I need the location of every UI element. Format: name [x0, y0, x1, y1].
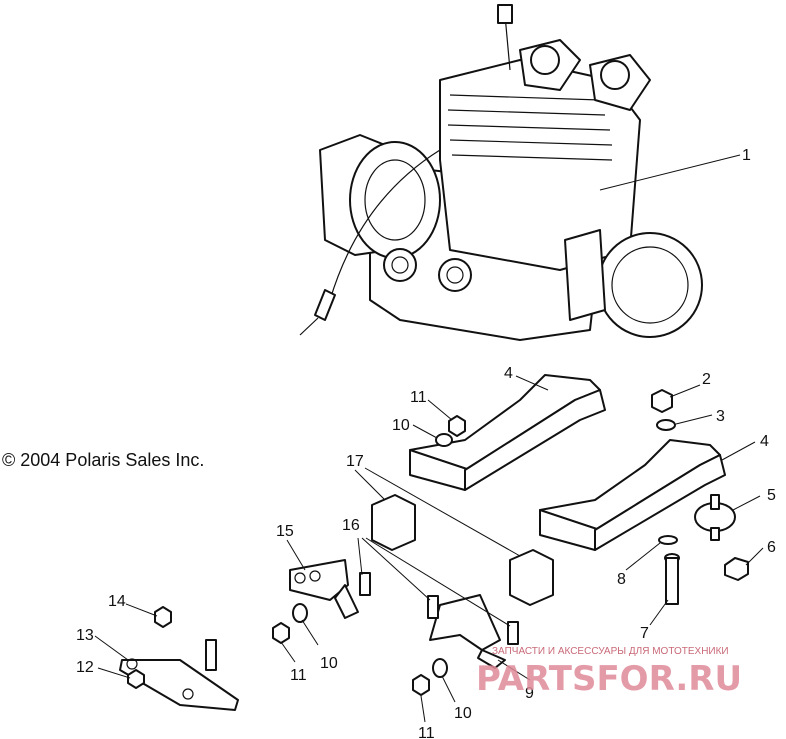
callout-17: 17 [346, 453, 364, 470]
callout-11-upper: 11 [410, 389, 427, 406]
callout-11-bottom: 11 [418, 725, 435, 739]
leader-lines [94, 154, 764, 723]
bolt-part-7[interactable] [664, 553, 680, 605]
callout-4-lower: 4 [760, 433, 769, 450]
callout-13: 13 [76, 627, 94, 644]
stud-on-bracket-13[interactable] [205, 639, 217, 671]
callout-10-bottom: 10 [454, 705, 472, 722]
washer-part-3[interactable] [656, 419, 676, 431]
bump-stop-part-17-left[interactable] [371, 494, 416, 551]
washer-part-10-upper[interactable] [435, 433, 453, 447]
bracket-part-13[interactable] [119, 658, 239, 711]
callout-11-mid: 11 [290, 667, 307, 684]
washer-part-10-mid[interactable] [292, 603, 308, 623]
nut-part-6[interactable] [724, 557, 749, 581]
nut-part-12[interactable] [127, 669, 145, 689]
callout-labels: 1 2 3 4 4 5 6 7 8 9 10 10 10 11 11 11 12… [76, 147, 776, 739]
washer-part-10-bottom[interactable] [432, 658, 448, 678]
callout-12: 12 [76, 659, 94, 676]
mounting-bracket-lower[interactable] [539, 439, 726, 551]
watermark-tagline: ЗАПЧАСТИ И АКСЕССУАРЫ ДЛЯ МОТОТЕХНИКИ [492, 646, 729, 657]
watermark-brand: PARTSFOR.RU [476, 659, 742, 699]
callout-14: 14 [108, 593, 126, 610]
callout-15: 15 [276, 523, 294, 540]
callout-8: 8 [617, 571, 626, 588]
callout-2: 2 [702, 371, 711, 388]
callout-10-mid: 10 [320, 655, 338, 672]
bolt-part-16-c[interactable] [507, 621, 519, 645]
callout-10-upper: 10 [392, 417, 410, 434]
callout-16: 16 [342, 517, 360, 534]
callout-1: 1 [742, 147, 751, 164]
nut-part-11-bottom[interactable] [412, 674, 430, 696]
engine-assembly[interactable] [299, 4, 703, 341]
washer-part-8[interactable] [658, 535, 678, 545]
nut-part-11-mid[interactable] [272, 622, 290, 644]
callout-7: 7 [640, 625, 649, 642]
bolt-part-16-b[interactable] [427, 595, 439, 619]
callout-3: 3 [716, 408, 725, 425]
isolator-mount-part-5[interactable] [694, 494, 736, 541]
callout-4-upper: 4 [504, 365, 513, 382]
copyright-notice: © 2004 Polaris Sales Inc. [2, 450, 205, 470]
nut-part-11-upper[interactable] [448, 415, 466, 437]
watermark: ЗАПЧАСТИ И АКСЕССУАРЫ ДЛЯ МОТОТЕХНИКИ PA… [476, 646, 742, 699]
nut-part-14[interactable] [154, 606, 172, 628]
bolt-part-16-a[interactable] [359, 572, 371, 596]
callout-6: 6 [767, 539, 776, 556]
bump-stop-part-17-right[interactable] [509, 549, 554, 606]
nut-part-2[interactable] [651, 389, 673, 413]
mounting-bracket-upper[interactable] [409, 374, 606, 491]
callout-9: 9 [525, 685, 534, 702]
callout-5: 5 [767, 487, 776, 504]
bracket-part-9[interactable] [429, 594, 506, 669]
